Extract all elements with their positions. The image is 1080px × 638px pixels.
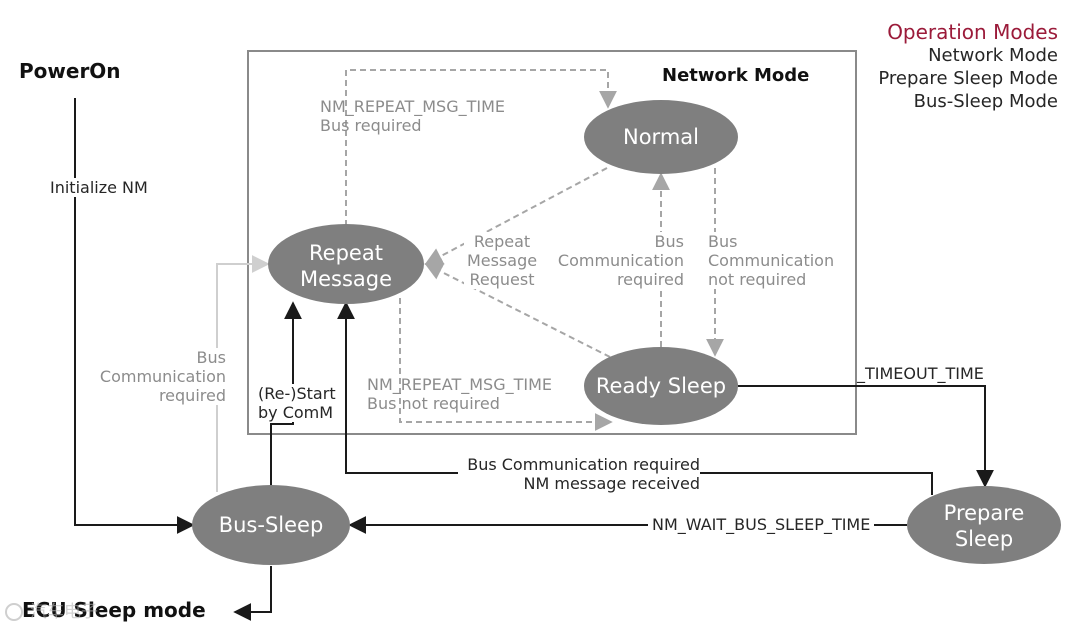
- bus-comm-not-required-line2: Communication: [708, 251, 835, 270]
- bus-sleep-to-repeat-message-passive-edge: [216, 255, 270, 492]
- prepare-to-repeat-label: Bus Communication required NM message re…: [458, 455, 700, 493]
- bus-sleep-to-ecu-sleep-edge: [233, 566, 272, 621]
- bus-comm-required-label: Bus Communication required: [556, 232, 684, 289]
- repeat-to-normal-label-line2: Bus required: [320, 116, 422, 135]
- network-mode-frame: [247, 50, 857, 435]
- restart-by-comm-edge-path: [270, 301, 302, 488]
- legend-item-bus-sleep-mode: Bus-Sleep Mode: [913, 91, 1058, 112]
- legend: Operation Modes Network Mode Prepare Sle…: [878, 20, 1058, 113]
- prepare-sleep-label-line1: Prepare: [943, 501, 1025, 525]
- repeat-message-to-normal-edge: [345, 69, 617, 226]
- legend-item-prepare-sleep-mode: Prepare Sleep Mode: [878, 68, 1058, 89]
- repeat-to-ready-label: NM_REPEAT_MSG_TIME Bus not required: [367, 375, 552, 413]
- ready-sleep-state-label: Ready Sleep: [595, 374, 727, 398]
- prepare-to-repeat-line1: Bus Communication required: [467, 455, 700, 474]
- timeout-time-label: _TIMEOUT_TIME: [857, 364, 984, 383]
- ready-sleep-to-prepare-sleep-edge: [738, 385, 994, 488]
- legend-item-network-mode: Network Mode: [928, 45, 1058, 66]
- bus-sleep-state-label: Bus-Sleep: [218, 513, 324, 537]
- poweron-to-bus-sleep-edge: [74, 98, 195, 534]
- repeat-message-state: [268, 224, 424, 304]
- repeat-to-ready-line1: NM_REPEAT_MSG_TIME: [367, 375, 552, 394]
- bus-sleep-bus-comm-required-label: Bus Communication required: [96, 348, 226, 405]
- initialize-nm-label: Initialize NM: [50, 178, 148, 197]
- prepare-sleep-state-label: Prepare Sleep: [907, 500, 1061, 552]
- prepare-sleep-state: [907, 486, 1061, 564]
- bus-comm-not-required-line3: not required: [708, 270, 807, 289]
- restart-by-comm-line1: (Re-)Start: [258, 384, 336, 403]
- prepare-to-repeat-line2: NM message received: [523, 474, 700, 493]
- bus-comm-not-required-line1: Bus: [708, 232, 738, 251]
- normal-state-label: Normal: [623, 125, 699, 149]
- bus-sleep-state: [192, 485, 350, 565]
- bus-comm-required-line1: Bus: [654, 232, 684, 251]
- ready-sleep-state: [584, 347, 738, 425]
- normal-state: [584, 100, 738, 174]
- network-mode-title: Network Mode: [662, 65, 810, 86]
- bus-sleep-bus-comm-line2: Communication: [99, 367, 226, 386]
- bus-comm-required-line3: required: [616, 270, 684, 289]
- restart-by-comm-label: (Re-)Start by ComM: [258, 384, 336, 422]
- bus-sleep-bus-comm-line3: required: [158, 386, 226, 405]
- repeat-message-label-line2: Message: [299, 267, 393, 291]
- repeat-message-to-ready-sleep-edge: [399, 298, 613, 431]
- repeat-to-ready-line2: Bus not required: [367, 394, 500, 413]
- repeat-message-label-line1: Repeat: [309, 241, 383, 265]
- poweron-label: PowerOn: [19, 59, 121, 83]
- repeat-to-normal-label: NM_REPEAT_MSG_TIME Bus required: [320, 97, 505, 135]
- restart-by-comm-line2: by ComM: [258, 403, 334, 422]
- watermark-logo-icon: [5, 603, 23, 621]
- ecu-sleep-mode-label: ECU Sleep mode: [22, 598, 206, 622]
- bus-sleep-bus-comm-line1: Bus: [196, 348, 226, 367]
- prepare-sleep-label-line2: Sleep: [954, 527, 1014, 551]
- bus-comm-required-line2: Communication: [557, 251, 684, 270]
- repeat-message-request-label: Repeat Message Request: [464, 232, 540, 289]
- repeat-message-request-line3: Request: [469, 270, 535, 289]
- normal-to-repeat-message-edge: [424, 167, 608, 265]
- wait-bus-sleep-time-label: NM_WAIT_BUS_SLEEP_TIME: [648, 515, 875, 534]
- repeat-message-state-label: Repeat Message: [268, 240, 424, 292]
- bus-comm-not-required-label: Bus Communication not required: [708, 232, 839, 289]
- repeat-message-request-line2: Message: [466, 251, 538, 270]
- repeat-message-request-line1: Repeat: [473, 232, 531, 251]
- repeat-to-normal-label-line1: NM_REPEAT_MSG_TIME: [320, 97, 505, 116]
- legend-title: Operation Modes: [887, 20, 1058, 44]
- watermark-text: 汽车电子: [30, 602, 98, 622]
- ready-sleep-to-repeat-message-edge: [424, 263, 611, 358]
